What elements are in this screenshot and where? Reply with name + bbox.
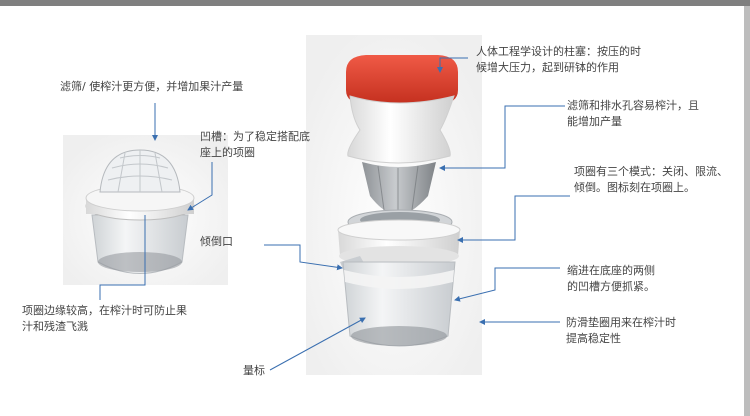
annotation-collar-line1: 项圈边缘较高，在榨汁时可防止果 — [22, 304, 187, 317]
left-juicer-closed — [85, 149, 195, 274]
leader-filter-right — [439, 105, 565, 171]
annotation-grip-line1: 缩进在底座的两侧 — [567, 264, 655, 277]
annotation-measure-text: 量标 — [243, 364, 265, 377]
leader-measure — [269, 317, 366, 371]
annotation-spout-text: 倾倒口 — [200, 235, 233, 248]
leader-collar — [99, 215, 146, 300]
right-juicer-exploded — [337, 55, 461, 347]
annotation-grip-line2: 的凹槽方便抓紧。 — [567, 280, 655, 293]
annotation-modes-line2: 倾倒。图标刻在项圈上。 — [574, 181, 695, 194]
annotation-grip: 缩进在底座的两侧 的凹槽方便抓紧。 — [567, 263, 655, 295]
annotation-collar-line2: 汁和残渣飞溅 — [22, 320, 88, 333]
right-edge-bar — [744, 6, 750, 416]
leader-spout — [264, 244, 343, 271]
annotation-pad-line1: 防滑垫圈用来在榨汁时 — [566, 316, 676, 329]
annotation-pad: 防滑垫圈用来在榨汁时 提高稳定性 — [566, 315, 676, 347]
leader-modes — [457, 195, 570, 243]
annotation-filter-left-text: 滤筛/ 使榨汁更方便，并增加果汁产量 — [60, 80, 244, 93]
annotation-filter-left: 滤筛/ 使榨汁更方便，并增加果汁产量 — [60, 79, 243, 95]
annotation-modes-line1: 项圈有三个模式：关闭、限流、 — [574, 165, 728, 178]
annotation-filter-right-line1: 滤筛和排水孔容易榨汁，且 — [567, 99, 699, 112]
annotation-groove-line2: 座上的项圈 — [200, 146, 255, 159]
leader-pillar — [437, 57, 468, 73]
leader-grip — [454, 267, 560, 302]
annotation-groove: 凹槽：为了稳定搭配底 座上的项圈 — [200, 129, 310, 161]
annotation-filter-right: 滤筛和排水孔容易榨汁，且 能增加产量 — [567, 98, 699, 130]
annotation-groove-line1: 凹槽：为了稳定搭配底 — [200, 130, 310, 143]
leader-groove — [187, 162, 213, 211]
annotation-pad-line2: 提高稳定性 — [566, 332, 621, 345]
annotation-pillar-line2: 候增大压力，起到研钵的作用 — [476, 61, 619, 74]
top-bar — [0, 0, 750, 6]
annotation-filter-right-line2: 能增加产量 — [567, 115, 622, 128]
annotation-modes: 项圈有三个模式：关闭、限流、 倾倒。图标刻在项圈上。 — [574, 164, 728, 196]
annotation-pillar-line1: 人体工程学设计的柱塞：按压的时 — [476, 45, 641, 58]
annotation-pillar: 人体工程学设计的柱塞：按压的时 候增大压力，起到研钵的作用 — [476, 44, 641, 76]
annotation-collar: 项圈边缘较高，在榨汁时可防止果 汁和残渣飞溅 — [22, 303, 187, 335]
leader-lines — [99, 57, 570, 371]
annotation-measure: 量标 — [243, 363, 265, 379]
annotation-spout: 倾倒口 — [200, 234, 233, 250]
